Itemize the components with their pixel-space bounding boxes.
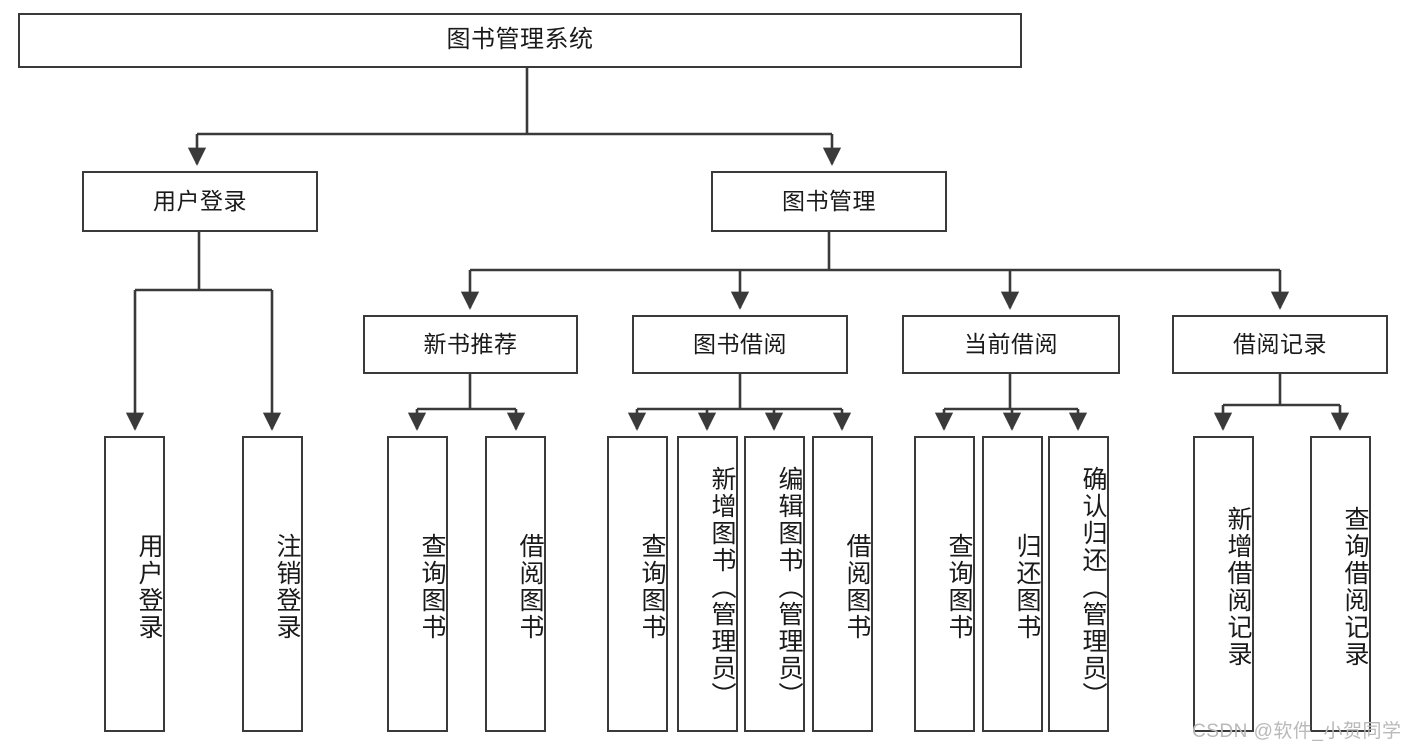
node-current-borrow[interactable]: 当前借阅 [902, 315, 1120, 374]
node-leaf-rec-query-book[interactable]: 查询图书 [387, 436, 448, 732]
node-leaf-rec-query-record[interactable]: 查询借阅记录 [1310, 436, 1371, 732]
node-user-login-label: 用户登录 [153, 187, 247, 214]
node-leaf-rec-add-record-label: 新增借阅记录 [1224, 506, 1252, 668]
node-book-borrow-label: 图书借阅 [693, 330, 787, 357]
node-leaf-borrow-add-book[interactable]: 新增图书（管理员） [677, 436, 738, 732]
node-leaf-cur-query-book[interactable]: 查询图书 [914, 436, 975, 732]
node-leaf-user-logout-label: 注销登录 [273, 533, 301, 641]
node-leaf-borrow-edit-book[interactable]: 编辑图书（管理员） [744, 436, 805, 732]
node-leaf-borrow-query-book-label: 查询图书 [638, 533, 666, 641]
node-root-label: 图书管理系统 [446, 26, 594, 54]
node-leaf-rec-borrow-book-label: 借阅图书 [516, 533, 544, 641]
node-book-manage-label: 图书管理 [782, 187, 876, 214]
watermark: CSDN @软件_小贺同学 [1192, 721, 1402, 742]
node-leaf-cur-confirm-return-label: 确认归还（管理员） [1079, 465, 1107, 709]
node-new-book-rec-label: 新书推荐 [423, 330, 518, 357]
node-borrow-record[interactable]: 借阅记录 [1172, 315, 1388, 374]
node-leaf-borrow-edit-book-label: 编辑图书（管理员） [775, 465, 803, 709]
node-leaf-borrow-add-book-label: 新增图书（管理员） [708, 465, 736, 709]
node-leaf-rec-query-record-label: 查询借阅记录 [1341, 506, 1369, 668]
node-leaf-borrow-borrow-book[interactable]: 借阅图书 [812, 436, 873, 732]
node-leaf-cur-return-book[interactable]: 归还图书 [982, 436, 1043, 732]
node-new-book-rec[interactable]: 新书推荐 [363, 315, 578, 374]
node-root[interactable]: 图书管理系统 [18, 13, 1022, 68]
node-leaf-rec-query-book-label: 查询图书 [418, 533, 446, 641]
node-leaf-user-logout[interactable]: 注销登录 [242, 436, 303, 732]
node-book-borrow[interactable]: 图书借阅 [632, 315, 848, 374]
node-borrow-record-label: 借阅记录 [1233, 330, 1327, 357]
node-leaf-cur-query-book-label: 查询图书 [945, 533, 973, 641]
node-leaf-cur-confirm-return[interactable]: 确认归还（管理员） [1048, 436, 1109, 732]
node-current-borrow-label: 当前借阅 [964, 330, 1058, 357]
node-leaf-rec-add-record[interactable]: 新增借阅记录 [1193, 436, 1254, 732]
node-leaf-cur-return-book-label: 归还图书 [1013, 533, 1041, 641]
node-leaf-borrow-query-book[interactable]: 查询图书 [607, 436, 668, 732]
node-leaf-borrow-borrow-book-label: 借阅图书 [843, 533, 871, 641]
node-book-manage[interactable]: 图书管理 [711, 171, 947, 232]
node-leaf-rec-borrow-book[interactable]: 借阅图书 [485, 436, 546, 732]
node-leaf-user-login-label: 用户登录 [135, 533, 163, 641]
node-user-login[interactable]: 用户登录 [82, 171, 318, 232]
node-leaf-user-login[interactable]: 用户登录 [104, 436, 165, 732]
